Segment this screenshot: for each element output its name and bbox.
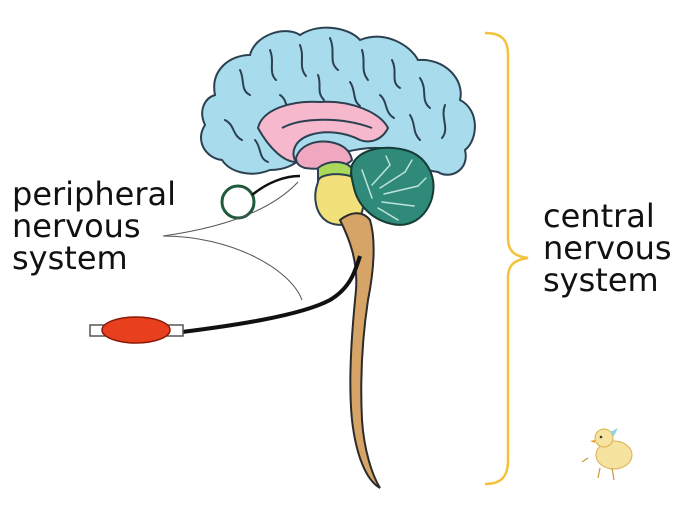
cns-brace xyxy=(484,31,529,486)
cns-label-line-1: central xyxy=(543,197,655,235)
peripheral-nervous-system-label: peripheral nervous system xyxy=(12,178,176,274)
pns-label-line-3: system xyxy=(12,239,128,277)
pons xyxy=(314,173,365,226)
motor-nerve xyxy=(181,255,362,334)
eye-icon xyxy=(220,184,256,220)
corpus-callosum-line xyxy=(281,118,373,129)
cns-label-line-3: system xyxy=(543,261,659,299)
pns-label-line-2: nervous xyxy=(12,207,141,245)
optic-nerve xyxy=(251,174,301,196)
pns-pointer-lines xyxy=(162,181,303,301)
muscle-icon xyxy=(89,316,184,344)
pns-label-line-1: peripheral xyxy=(12,175,176,213)
cerebellum xyxy=(350,146,435,226)
cns-label-line-2: nervous xyxy=(543,229,672,267)
central-nervous-system-label: central nervous system xyxy=(543,200,672,296)
chick-mascot-icon xyxy=(581,428,633,481)
spinal-cord xyxy=(338,212,381,489)
